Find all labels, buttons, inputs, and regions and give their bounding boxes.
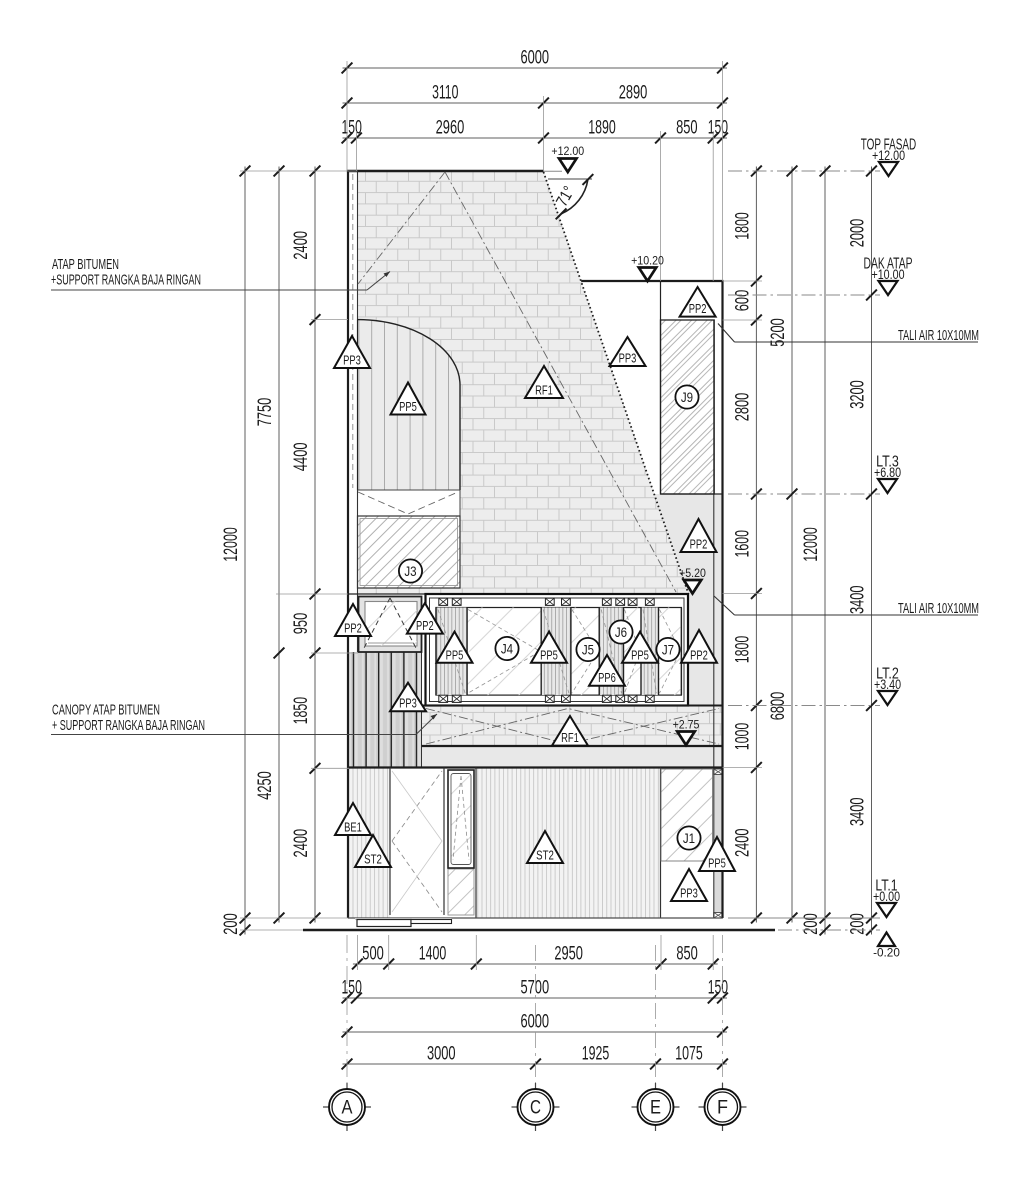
svg-text:2400: 2400	[290, 231, 312, 260]
svg-text:PP3: PP3	[343, 353, 361, 368]
svg-text:ATAP BITUMEN: ATAP BITUMEN	[52, 257, 119, 273]
svg-text:+10.20: +10.20	[631, 254, 664, 268]
svg-text:BE1: BE1	[344, 820, 362, 835]
svg-text:7750: 7750	[254, 398, 276, 427]
svg-text:2400: 2400	[290, 829, 312, 858]
svg-text:500: 500	[362, 943, 384, 965]
svg-text:850: 850	[676, 943, 698, 965]
svg-text:J3: J3	[404, 564, 416, 579]
svg-text:+6.80: +6.80	[874, 465, 901, 480]
svg-text:6000: 6000	[520, 1011, 549, 1033]
svg-text:2960: 2960	[436, 117, 465, 139]
svg-text:PP3: PP3	[680, 886, 698, 901]
svg-text:+5.20: +5.20	[679, 566, 706, 580]
svg-text:6000: 6000	[520, 47, 549, 69]
svg-text:+12.00: +12.00	[551, 144, 584, 158]
svg-text:2400: 2400	[731, 828, 753, 857]
svg-text:C: C	[530, 1098, 541, 1119]
svg-text:TALI AIR 10X10MM: TALI AIR 10X10MM	[898, 328, 979, 344]
svg-text:1890: 1890	[588, 117, 616, 139]
svg-text:3200: 3200	[847, 380, 869, 409]
svg-text:1800: 1800	[731, 212, 753, 240]
svg-text:PP2: PP2	[344, 621, 362, 636]
svg-text:150: 150	[342, 977, 362, 999]
svg-text:5700: 5700	[521, 977, 550, 999]
svg-text:150: 150	[708, 117, 728, 139]
svg-text:1925: 1925	[582, 1043, 610, 1065]
svg-text:200: 200	[220, 913, 242, 935]
svg-text:1850: 1850	[290, 697, 312, 725]
svg-text:J5: J5	[582, 642, 594, 657]
svg-text:850: 850	[676, 117, 698, 139]
svg-text:PP5: PP5	[399, 399, 417, 414]
svg-text:-0.20: -0.20	[873, 946, 900, 960]
svg-text:PP5: PP5	[631, 647, 649, 662]
svg-text:RF1: RF1	[535, 383, 553, 398]
svg-text:F: F	[717, 1098, 728, 1119]
svg-text:ST2: ST2	[536, 848, 554, 863]
svg-text:3400: 3400	[847, 585, 869, 614]
svg-text:150: 150	[708, 977, 728, 999]
svg-text:LT.1: LT.1	[875, 878, 897, 895]
svg-text:12000: 12000	[220, 527, 242, 562]
svg-text:PP2: PP2	[416, 618, 434, 633]
svg-text:PP2: PP2	[689, 301, 707, 316]
svg-text:RF1: RF1	[561, 730, 579, 745]
svg-text:1000: 1000	[731, 723, 753, 751]
svg-text:TALI AIR 10X10MM: TALI AIR 10X10MM	[898, 601, 979, 617]
svg-text:PP5: PP5	[540, 647, 558, 662]
svg-text:+3.40: +3.40	[874, 677, 901, 692]
svg-text:TOP FASAD: TOP FASAD	[861, 137, 916, 154]
svg-text:PP2: PP2	[690, 647, 708, 662]
svg-text:6800: 6800	[767, 692, 789, 721]
svg-text:2800: 2800	[731, 393, 753, 422]
svg-text:1600: 1600	[731, 530, 753, 558]
svg-text:4400: 4400	[290, 442, 312, 471]
svg-text:12000: 12000	[800, 527, 822, 562]
svg-text:1800: 1800	[731, 636, 753, 664]
svg-text:150: 150	[342, 117, 362, 139]
svg-text:PP3: PP3	[619, 351, 637, 366]
svg-text:2000: 2000	[847, 219, 869, 248]
svg-text:+10.00: +10.00	[871, 267, 904, 282]
svg-text:2890: 2890	[619, 82, 648, 104]
svg-text:J1: J1	[683, 831, 695, 846]
svg-text:A: A	[342, 1098, 353, 1119]
svg-text:3400: 3400	[847, 797, 869, 826]
svg-text:PP5: PP5	[708, 856, 726, 871]
svg-text:PP5: PP5	[446, 647, 464, 662]
svg-text:+ SUPPORT RANGKA BAJA RINGAN: + SUPPORT RANGKA BAJA RINGAN	[52, 718, 205, 734]
svg-text:LT.3: LT.3	[876, 454, 899, 471]
svg-text:J4: J4	[501, 641, 514, 656]
svg-text:200: 200	[800, 913, 822, 935]
svg-text:CANOPY ATAP BITUMEN: CANOPY ATAP BITUMEN	[52, 703, 160, 719]
svg-text:PP2: PP2	[690, 537, 708, 552]
svg-text:+0.00: +0.00	[873, 889, 900, 904]
svg-text:PP3: PP3	[399, 696, 417, 711]
svg-text:1075: 1075	[675, 1043, 703, 1065]
svg-text:5200: 5200	[767, 318, 789, 347]
svg-text:+SUPPORT RANGKA BAJA RINGAN: +SUPPORT RANGKA BAJA RINGAN	[51, 273, 201, 289]
svg-text:1400: 1400	[419, 943, 447, 965]
svg-text:+2.75: +2.75	[673, 718, 700, 732]
svg-text:+12.00: +12.00	[872, 148, 905, 163]
svg-text:J9: J9	[681, 390, 693, 405]
svg-text:J6: J6	[615, 625, 627, 640]
svg-text:4250: 4250	[254, 771, 276, 800]
svg-text:LT.2: LT.2	[876, 666, 899, 683]
svg-text:J7: J7	[662, 642, 674, 657]
svg-text:200: 200	[847, 913, 869, 935]
svg-text:950: 950	[290, 613, 312, 635]
svg-text:E: E	[650, 1098, 661, 1119]
svg-text:3110: 3110	[432, 82, 458, 104]
svg-text:600: 600	[731, 290, 753, 312]
svg-text:DAK ATAP: DAK ATAP	[864, 256, 913, 273]
svg-text:2950: 2950	[554, 943, 583, 965]
svg-text:PP6: PP6	[598, 670, 616, 685]
svg-text:3000: 3000	[427, 1043, 456, 1065]
svg-text:ST2: ST2	[364, 852, 382, 867]
